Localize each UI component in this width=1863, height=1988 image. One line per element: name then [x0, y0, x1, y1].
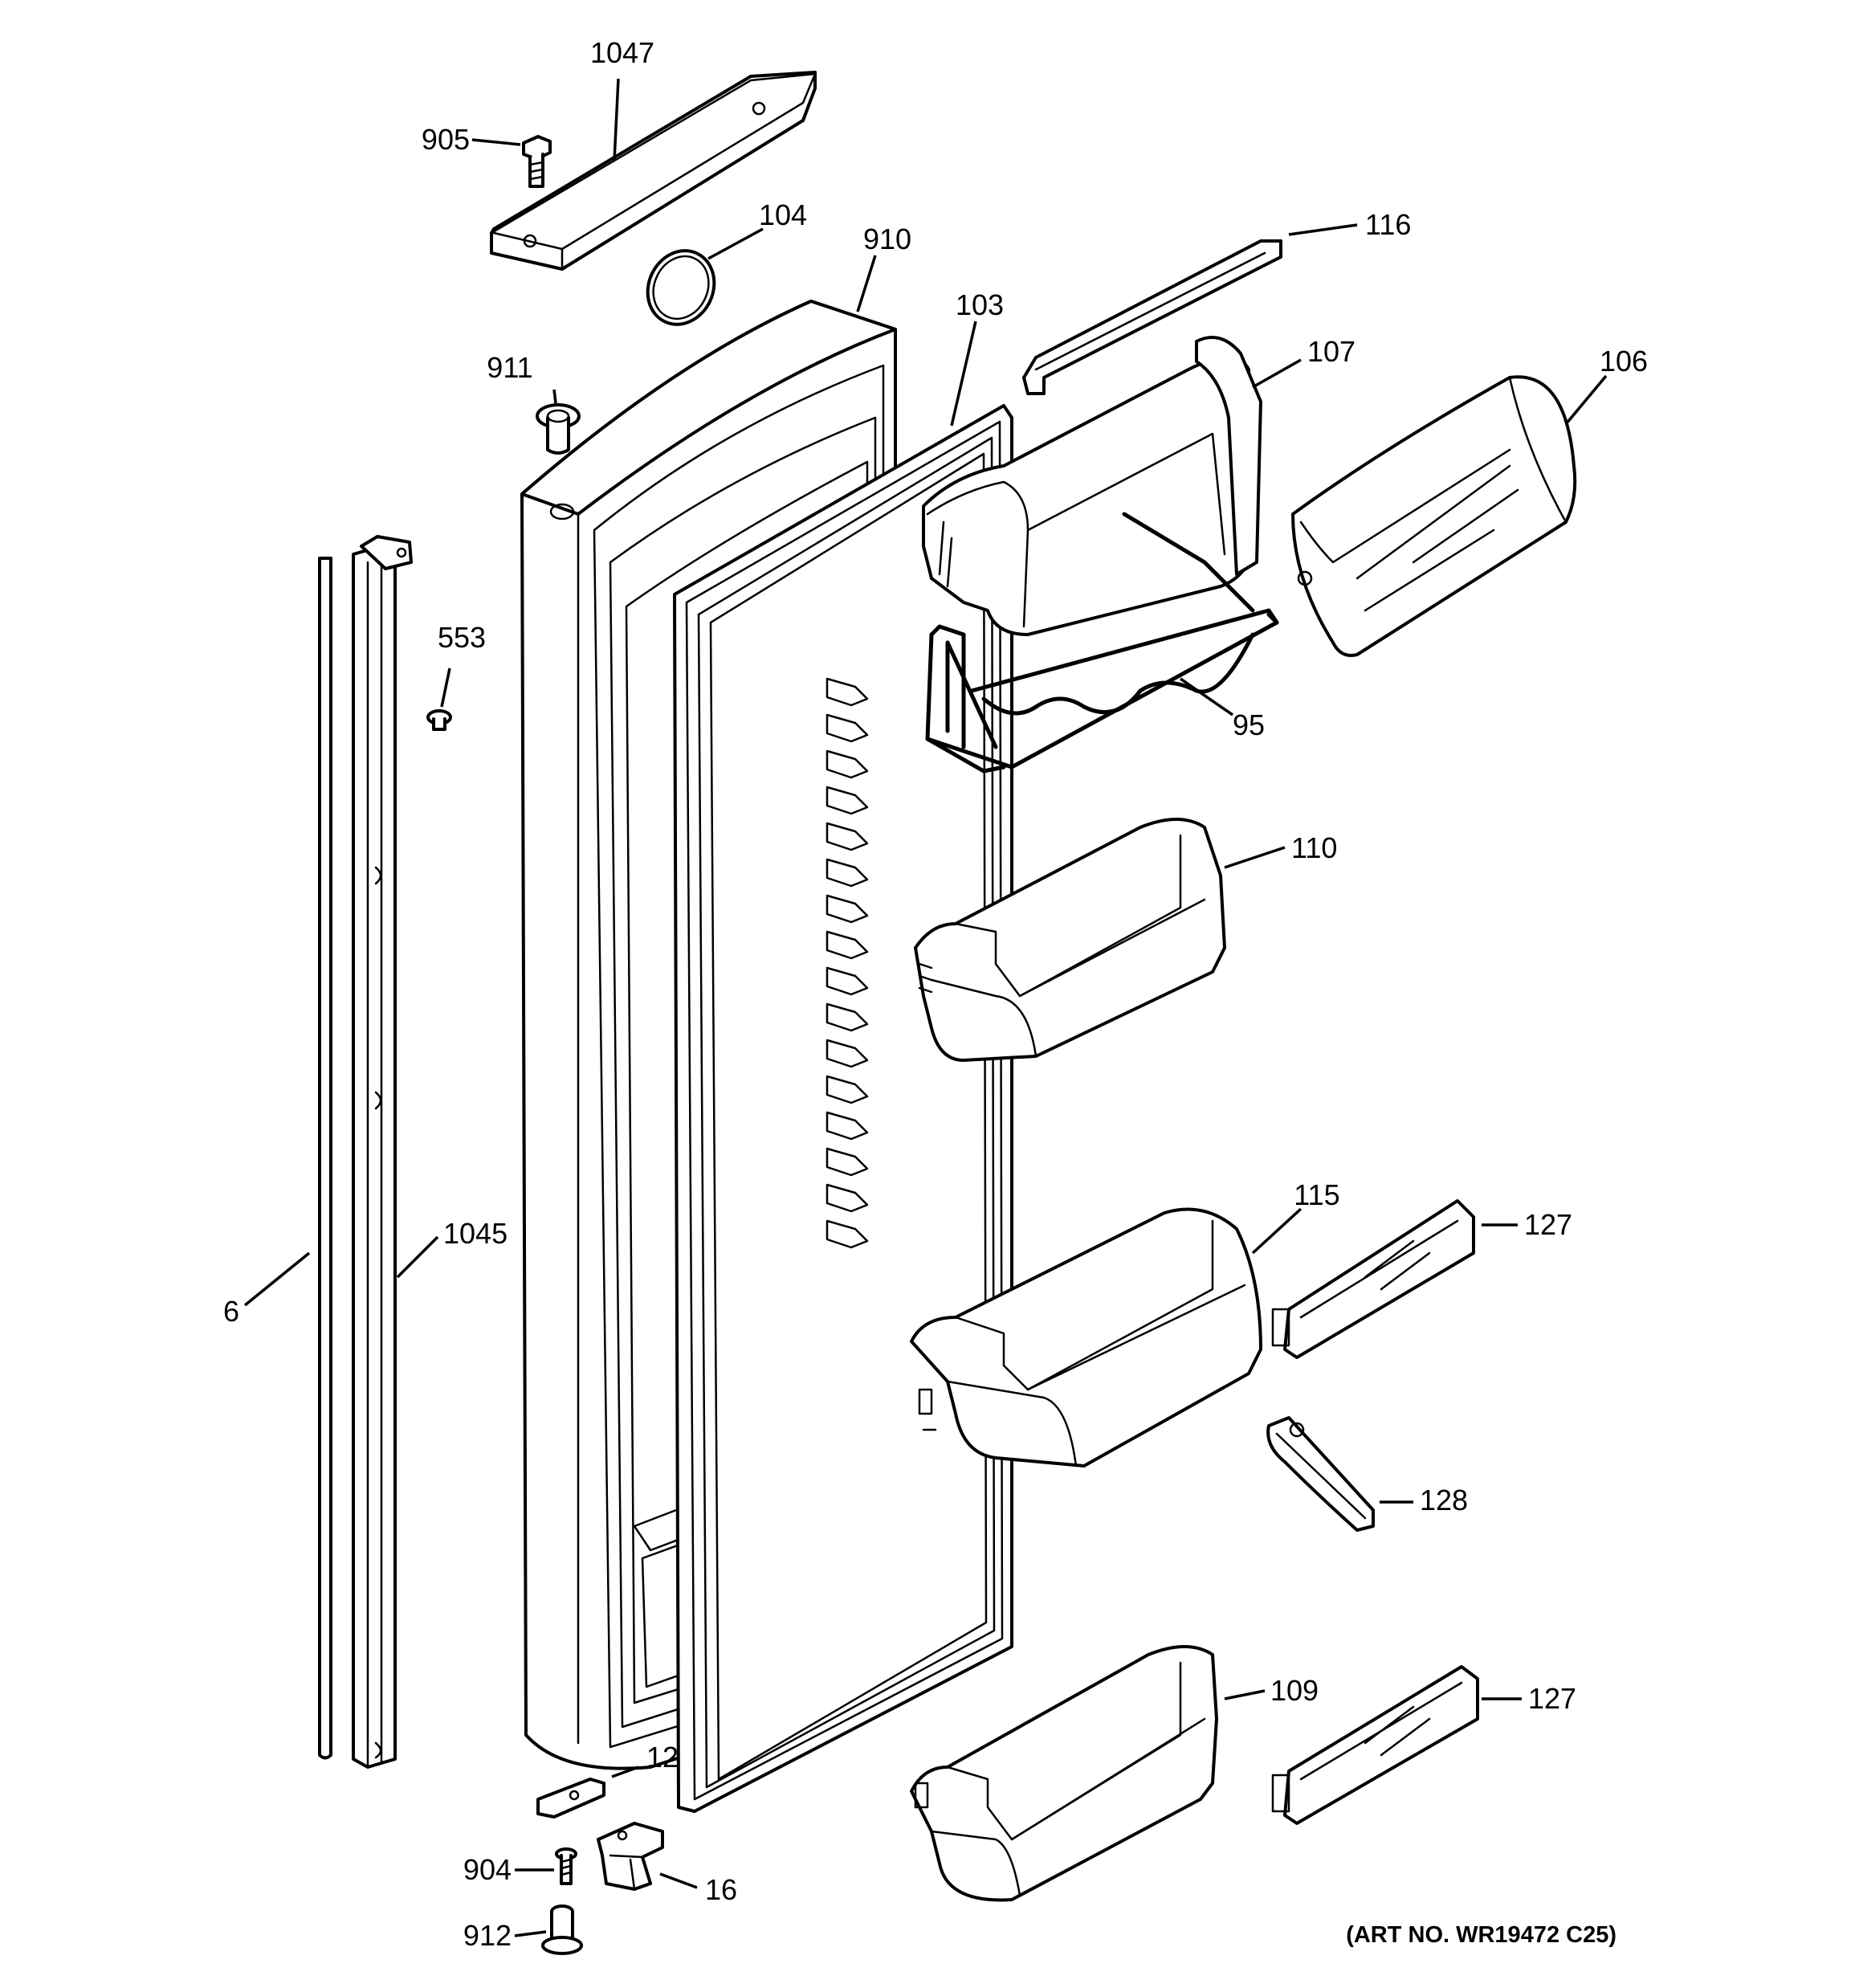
part-dairy-bin — [922, 336, 1262, 636]
callout-127-upper: 127 — [1524, 1208, 1572, 1241]
callout-910: 910 — [863, 222, 911, 255]
callout-553: 553 — [438, 621, 486, 654]
part-bin-divider — [1266, 1416, 1375, 1532]
part-bottom-hinge — [597, 1822, 664, 1891]
callout-109: 109 — [1270, 1674, 1319, 1707]
part-door-bin-large — [910, 1207, 1262, 1468]
part-top-hinge-bracket — [490, 71, 817, 271]
leader-lines — [243, 78, 1608, 1937]
callout-95: 95 — [1233, 708, 1265, 741]
callout-107: 107 — [1307, 335, 1355, 368]
callout-1047: 1047 — [590, 36, 654, 69]
part-ring-gasket — [646, 249, 716, 326]
part-bin-end-cap-lower — [1271, 1665, 1479, 1825]
callout-12: 12 — [646, 1741, 679, 1774]
part-handle-mount-strip — [352, 535, 413, 1769]
part-door-bin-middle — [914, 818, 1226, 1062]
callout-127-lower: 127 — [1528, 1682, 1576, 1715]
callout-116: 116 — [1365, 208, 1411, 241]
callout-904: 904 — [463, 1853, 512, 1886]
callout-16: 16 — [705, 1873, 737, 1906]
part-door-bin-bottom — [910, 1645, 1218, 1902]
callout-911: 911 — [487, 351, 532, 384]
part-egg-rack — [925, 512, 1279, 774]
part-small-screw — [426, 709, 452, 731]
part-bottom-bushing — [541, 1904, 583, 1955]
callout-912: 912 — [463, 1919, 512, 1952]
callout-110: 110 — [1291, 831, 1337, 864]
part-trim-strip — [318, 557, 332, 1760]
part-bolt — [522, 135, 552, 188]
part-bin-end-cap-upper — [1271, 1199, 1475, 1359]
art-number: (ART NO. WR19472 C25) — [1346, 1922, 1616, 1948]
callout-115: 115 — [1294, 1178, 1339, 1211]
part-bin-cover — [1291, 375, 1577, 657]
part-hinge-screw — [555, 1847, 577, 1885]
callout-106: 106 — [1600, 345, 1648, 378]
callout-103: 103 — [956, 288, 1004, 321]
part-top-bushing — [536, 403, 581, 455]
part-hinge-plate — [536, 1778, 605, 1819]
part-bin-handle-bar — [1022, 239, 1282, 395]
part-shelf-supports — [826, 677, 869, 1249]
callout-104: 104 — [759, 198, 807, 231]
callout-6: 6 — [223, 1295, 239, 1328]
callout-905: 905 — [422, 123, 470, 156]
callout-1045: 1045 — [443, 1217, 508, 1250]
callout-128: 128 — [1420, 1484, 1468, 1517]
callout-labels: 1047 905 104 910 103 116 107 106 911 553… — [223, 36, 1648, 1952]
part-door-gasket — [673, 404, 1013, 1813]
